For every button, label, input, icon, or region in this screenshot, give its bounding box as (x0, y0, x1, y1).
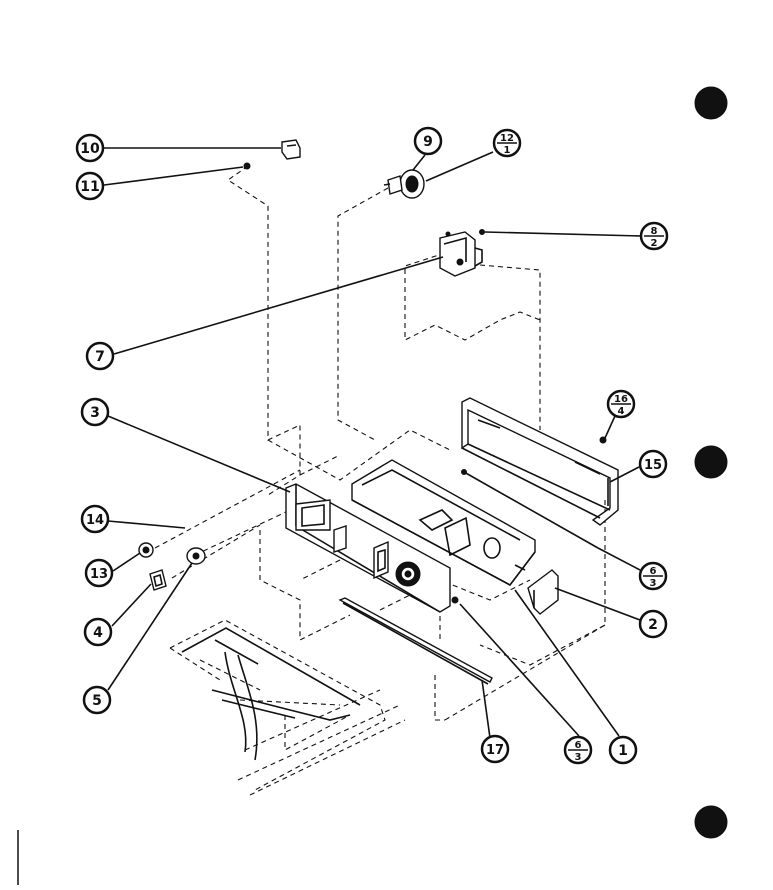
callout-13: 13 (84, 558, 114, 588)
svg-text:9: 9 (423, 134, 433, 150)
callout-8-2: 8 2 (639, 221, 669, 251)
callout-5: 5 (82, 685, 112, 715)
callout-6-3-right: 6 3 (638, 561, 668, 591)
callout-7: 7 (85, 341, 115, 371)
callout-6-3-bottom: 6 3 (563, 735, 593, 765)
svg-text:4: 4 (618, 406, 625, 417)
svg-text:4: 4 (93, 625, 103, 641)
callout-16-4: 16 4 (606, 389, 636, 419)
part-8-screw (479, 229, 485, 235)
svg-text:5: 5 (92, 693, 102, 709)
svg-text:11: 11 (80, 179, 99, 195)
callout-10: 10 (75, 133, 105, 163)
svg-text:15: 15 (644, 458, 662, 473)
registration-dot-middle (694, 445, 728, 479)
part-10-switch (281, 139, 301, 160)
svg-text:1: 1 (504, 145, 511, 156)
registration-dot-top (694, 86, 728, 120)
callout-9: 9 (413, 126, 443, 156)
svg-text:10: 10 (80, 141, 100, 157)
svg-text:16: 16 (614, 394, 628, 405)
part-17-trim (338, 597, 493, 685)
part-6-rod (463, 471, 599, 549)
part-1-panel-housing (351, 459, 536, 587)
svg-text:2: 2 (651, 238, 658, 249)
part-3-faceplate (285, 483, 451, 613)
part-6-screw-lower (451, 596, 459, 604)
callout-15: 15 (638, 449, 668, 479)
svg-text:14: 14 (86, 513, 104, 528)
svg-text:7: 7 (95, 349, 105, 365)
callout-17: 17 (480, 734, 510, 764)
part-15-bracket (461, 397, 619, 526)
svg-text:13: 13 (90, 567, 108, 582)
part-4-button (149, 569, 167, 591)
callout-14: 14 (80, 504, 110, 534)
svg-text:6: 6 (575, 740, 582, 751)
cabinet-top (169, 619, 386, 791)
callout-2: 2 (638, 609, 668, 639)
part-13-knob (138, 542, 154, 558)
callout-11: 11 (75, 171, 105, 201)
assembly-guide-lines (154, 165, 606, 796)
part-9-knob (383, 169, 425, 199)
svg-text:12: 12 (500, 133, 514, 144)
part-7-timer (439, 231, 483, 277)
registration-dot-bottom (694, 805, 728, 839)
svg-text:3: 3 (575, 752, 582, 763)
part-11-screw (243, 162, 251, 170)
callout-4: 4 (83, 617, 113, 647)
callout-12-1: 12 1 (492, 128, 522, 158)
svg-text:6: 6 (650, 566, 657, 577)
leader-lines (103, 147, 642, 739)
svg-text:3: 3 (90, 405, 100, 421)
part-2-strip (527, 569, 559, 615)
svg-text:3: 3 (650, 578, 657, 589)
svg-text:1: 1 (618, 743, 628, 759)
part-5-washer (186, 547, 206, 565)
callout-3: 3 (80, 397, 110, 427)
svg-text:2: 2 (648, 617, 658, 633)
svg-text:17: 17 (486, 743, 504, 758)
part-16-screw (599, 436, 607, 444)
svg-text:8: 8 (651, 226, 658, 237)
callout-1: 1 (608, 735, 638, 765)
